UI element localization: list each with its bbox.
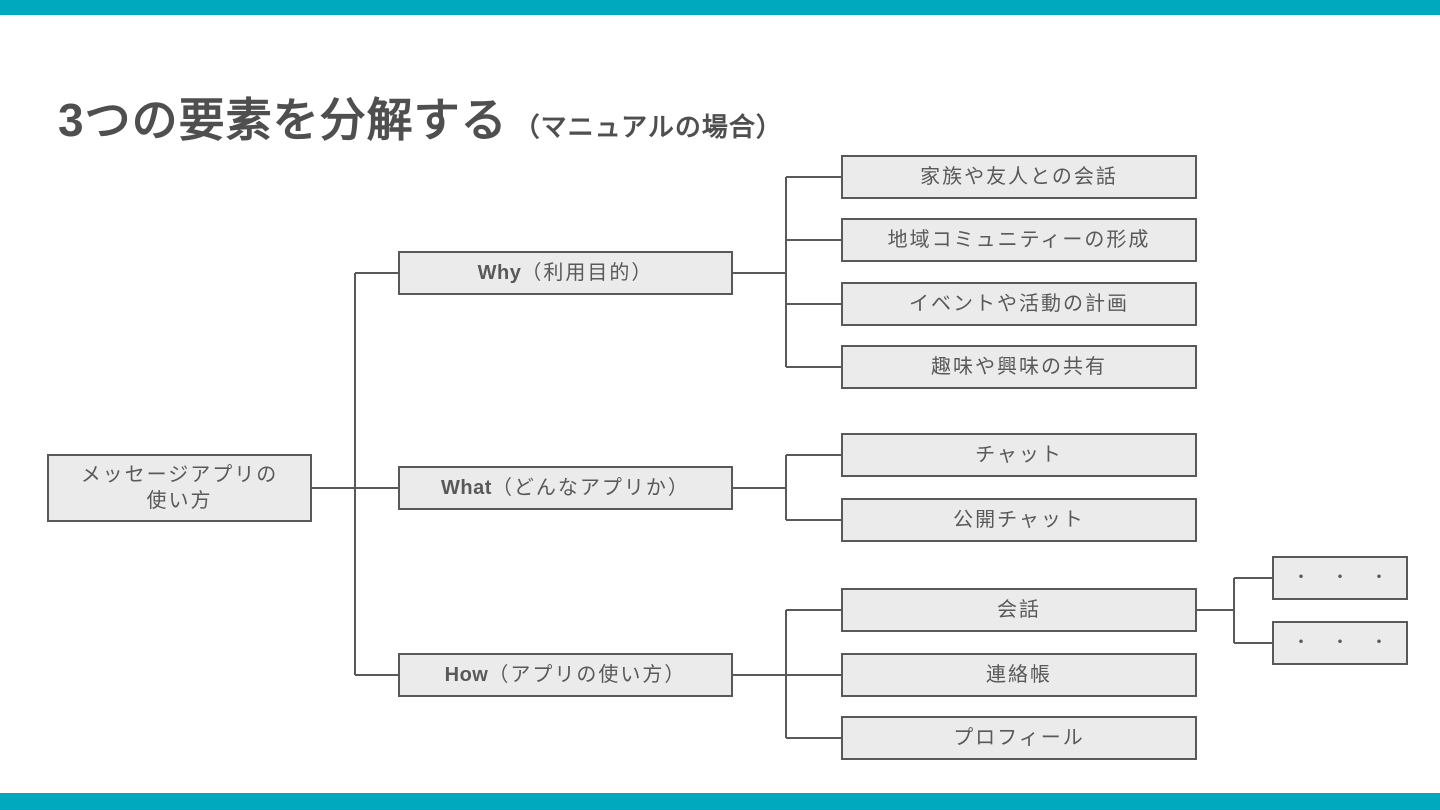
page-title: 3つの要素を分解する （マニュアルの場合） [58, 84, 783, 150]
node-root-line1: メッセージアプリの [80, 464, 279, 486]
node-why-child-1: 家族や友人との会話 [841, 155, 1197, 199]
page-title-sub: （マニュアルの場合） [513, 112, 783, 142]
node-root: メッセージアプリの 使い方 [47, 454, 312, 522]
node-why-label: （利用目的） [521, 262, 654, 284]
node-how-label: （アプリの使い方） [488, 664, 687, 686]
node-what-child-1: チャット [841, 433, 1197, 477]
node-how-child-2: 連絡帳 [841, 653, 1197, 697]
node-grandchild-2-label: ・・・ [1292, 632, 1410, 652]
node-why-keyword: Why [477, 262, 522, 284]
node-how-child-1: 会話 [841, 588, 1197, 632]
node-grandchild-1-label: ・・・ [1292, 567, 1410, 587]
top-accent-bar [0, 0, 1440, 15]
bottom-accent-bar [0, 793, 1440, 810]
node-what-child-2: 公開チャット [841, 498, 1197, 542]
node-grandchild-1: ・・・ [1272, 556, 1408, 600]
node-what-label: （どんなアプリか） [491, 477, 690, 499]
node-how: How （アプリの使い方） [398, 653, 733, 697]
node-what: What （どんなアプリか） [398, 466, 733, 510]
node-why-child-2: 地域コミュニティーの形成 [841, 218, 1197, 262]
node-why-child-4: 趣味や興味の共有 [841, 345, 1197, 389]
node-root-line2: 使い方 [146, 490, 213, 512]
node-why-child-3: イベントや活動の計画 [841, 282, 1197, 326]
node-how-keyword: How [444, 664, 489, 686]
node-grandchild-2: ・・・ [1272, 621, 1408, 665]
page-title-main: 3つの要素を分解する [58, 94, 508, 146]
node-how-child-3: プロフィール [841, 716, 1197, 760]
node-why: Why （利用目的） [398, 251, 733, 295]
node-what-keyword: What [441, 477, 492, 499]
